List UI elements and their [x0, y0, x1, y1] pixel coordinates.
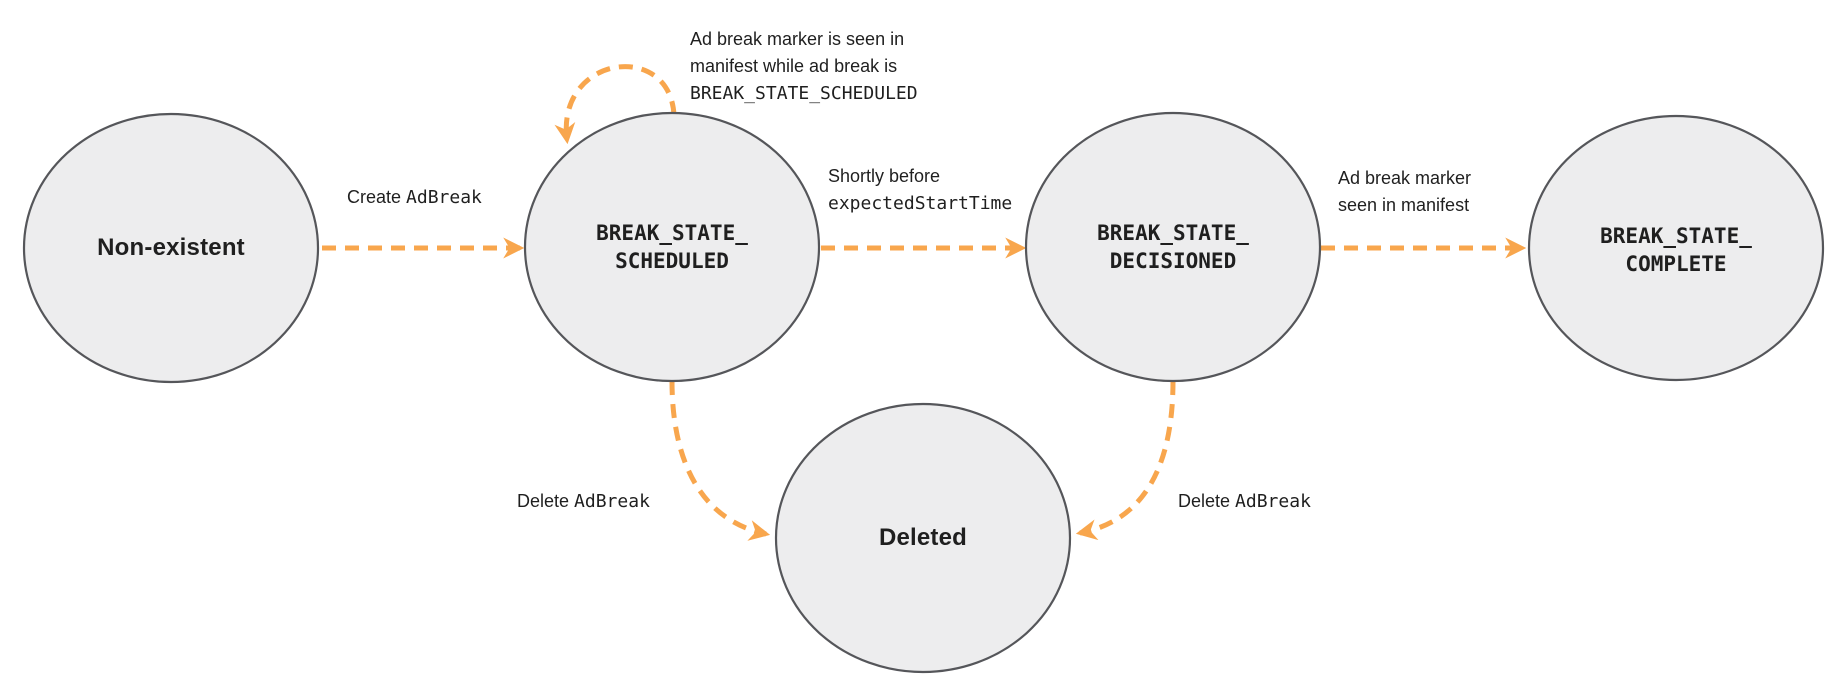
- edge-label-code-line: BREAK_STATE_SCHEDULED: [690, 83, 918, 104]
- state-circle-scheduled: [523, 111, 821, 383]
- edge-label-shortly-before: Shortly before expectedStartTime: [828, 163, 1012, 217]
- edge-label-line2: seen in manifest: [1338, 195, 1470, 215]
- state-circle-complete: [1527, 114, 1825, 382]
- edge-label-self-loop: Ad break marker is seen in manifest whil…: [690, 26, 918, 107]
- transition-arrow-self-loop: [554, 64, 677, 145]
- edge-label-code: AdBreak: [1235, 491, 1311, 512]
- edge-label-code: expectedStartTime: [828, 193, 1013, 214]
- edge-label-line2: manifest while ad break is: [690, 56, 898, 76]
- state-circle-decisioned: [1024, 111, 1322, 383]
- edge-label-line1: Ad break marker: [1338, 168, 1472, 188]
- transition-arrow-delete-right: [1075, 380, 1176, 541]
- edge-label-code: AdBreak: [406, 187, 482, 208]
- state-circle-non-existent: [22, 112, 320, 384]
- edge-label-delete-adbreak-left: Delete AdBreak: [517, 488, 650, 515]
- edge-label-line1: Ad break marker is seen in: [690, 29, 905, 49]
- edge-label-marker-seen: Ad break marker seen in manifest: [1338, 165, 1471, 219]
- edge-label-plain: Create: [347, 187, 407, 207]
- edge-label-delete-adbreak-right: Delete AdBreak: [1178, 488, 1311, 515]
- edge-label-plain: Delete: [1178, 491, 1236, 511]
- edge-label-create-adbreak: Create AdBreak: [347, 184, 482, 211]
- edge-label-plain: Shortly before: [828, 166, 941, 186]
- state-circle-deleted: [774, 402, 1072, 674]
- edge-label-code: AdBreak: [574, 491, 650, 512]
- edge-label-plain: Delete: [517, 491, 575, 511]
- transition-arrow-delete-left: [669, 380, 771, 541]
